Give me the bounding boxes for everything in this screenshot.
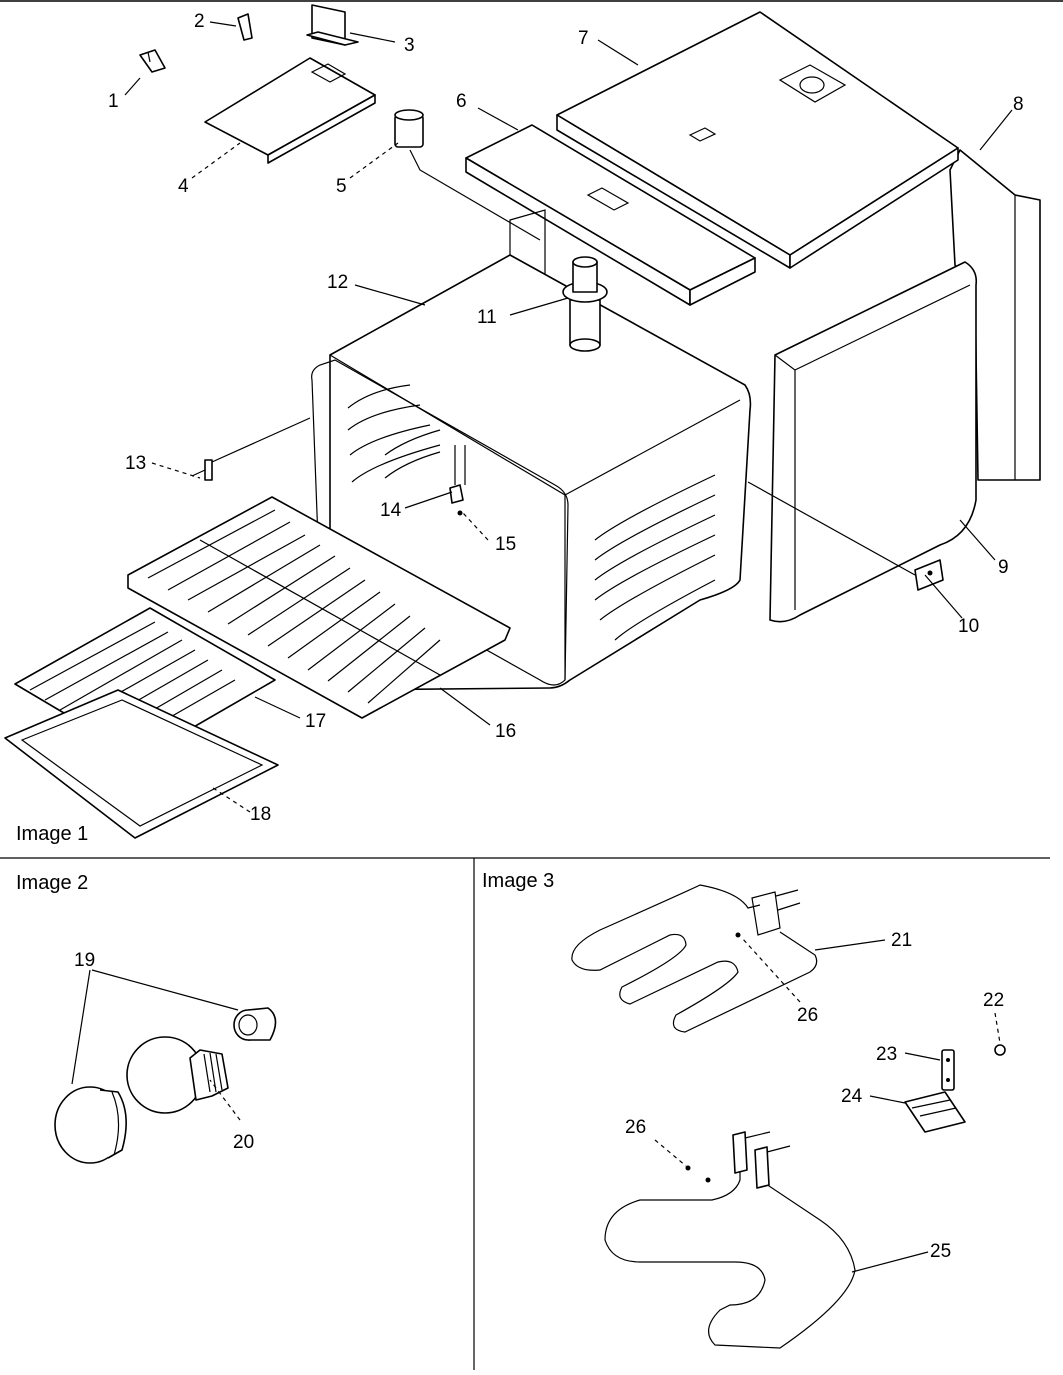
part-22-nut	[994, 1044, 1006, 1056]
callout-25: 25	[930, 1241, 951, 1262]
callout-10: 10	[958, 616, 979, 637]
callout-18: 18	[250, 804, 271, 825]
callout-3: 3	[404, 35, 415, 56]
part-24-terminal-block	[904, 1091, 966, 1133]
part-12-oven-cavity	[311, 209, 752, 691]
part-19-lens-cover	[54, 1086, 127, 1164]
part-21-bake-element	[571, 884, 818, 1033]
callout-21: 21	[891, 930, 912, 951]
callout-17: 17	[305, 711, 326, 732]
callout-2: 2	[194, 11, 205, 32]
image-3-leader-lines	[654, 937, 1001, 1273]
part-25-broil-element	[604, 1131, 856, 1349]
part-5-sensor	[394, 109, 541, 241]
callout-19: 19	[74, 950, 95, 971]
callout-9: 9	[998, 557, 1009, 578]
part-7-top-panel	[556, 11, 959, 269]
callout-11: 11	[477, 307, 497, 328]
callout-6: 6	[456, 91, 467, 112]
callout-numbers: 1 2 3 4 5 6 7 8 9 10 11 12 13 14 15 16 1…	[74, 11, 1024, 1262]
image-1-leader-lines	[124, 21, 1013, 813]
part-16-oven-rack	[127, 496, 511, 719]
part-20-light-bulb	[126, 1036, 229, 1114]
part-19-bulb-cap	[233, 1007, 277, 1041]
callout-20: 20	[233, 1132, 254, 1153]
part-9-side-panel	[769, 261, 978, 623]
part-23-bracket	[941, 1049, 955, 1091]
panel-label-image-1: Image 1	[16, 823, 89, 845]
part-3-bracket	[306, 4, 359, 46]
panel-label-image-3: Image 3	[482, 870, 555, 892]
part-18-broil-pan	[4, 689, 279, 839]
part-8-rear-panel	[949, 149, 1041, 481]
part-4-cover-plate	[204, 57, 376, 164]
part-13-pin	[191, 417, 311, 481]
callout-22: 22	[983, 990, 1004, 1011]
callout-24: 24	[841, 1086, 863, 1107]
callout-26-broil: 26	[625, 1117, 646, 1138]
callout-14: 14	[380, 500, 402, 521]
part-6-insulation-panel	[465, 124, 756, 306]
callout-23: 23	[876, 1044, 897, 1065]
callout-26-bake: 26	[797, 1005, 818, 1026]
callout-4: 4	[178, 176, 189, 197]
part-2-clip	[237, 13, 253, 41]
image-2-leader-lines	[71, 969, 241, 1121]
callout-12: 12	[327, 272, 348, 293]
part-14-15-bracket-screw	[449, 445, 466, 516]
part-11-flue	[562, 256, 608, 352]
callout-5: 5	[336, 176, 347, 197]
callout-1: 1	[108, 91, 119, 112]
part-1-clip	[139, 49, 166, 73]
callout-13: 13	[125, 453, 146, 474]
callout-7: 7	[578, 28, 589, 49]
callout-8: 8	[1013, 94, 1024, 115]
callout-16: 16	[495, 721, 516, 742]
part-10-bracket	[747, 481, 944, 591]
panel-label-image-2: Image 2	[16, 872, 89, 894]
callout-15: 15	[495, 534, 516, 555]
